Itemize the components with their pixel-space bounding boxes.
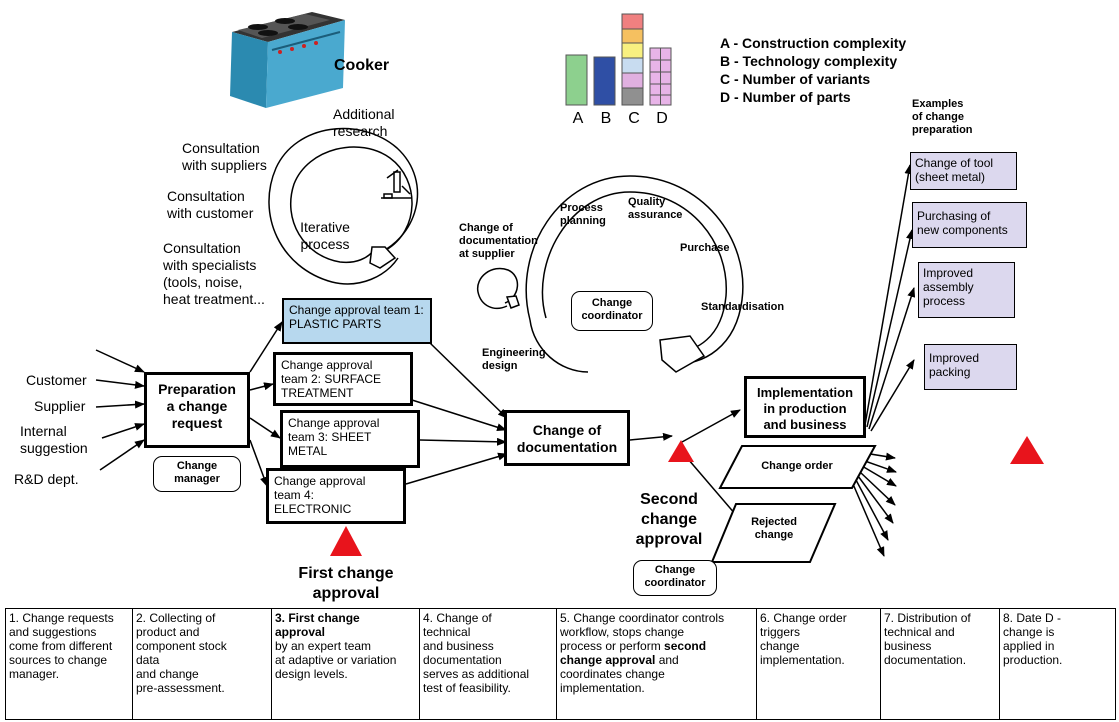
team-1-box: Change approval team 1: PLASTIC PARTS: [282, 298, 432, 344]
implementation-fanout-arrows: [864, 164, 916, 432]
example-purchasing: Purchasing of new components: [912, 202, 1027, 248]
bar-label-b: B: [600, 110, 612, 127]
step-7-cell: 7. Distribution of technical and busines…: [880, 608, 1000, 720]
bar-b: [593, 56, 616, 106]
standardisation-label: Standardisation: [701, 301, 785, 313]
implementation-box: Implementation in production and busines…: [744, 376, 866, 438]
prep-to-team-arrows: [249, 321, 283, 487]
change-coordinator-badge: Change coordinator: [571, 291, 653, 331]
team-to-doc-arrows: [405, 342, 508, 485]
example-assembly: Improved assembly process: [918, 262, 1015, 318]
example-packing: Improved packing: [924, 344, 1017, 390]
iterative-process-spiral: [268, 127, 419, 285]
step-descriptions-table: 1. Change requests and suggestions come …: [5, 608, 1116, 720]
process-planning-label: Process planning: [560, 202, 606, 227]
second-approval-label: Second change approval: [635, 491, 703, 548]
quality-assurance-label: Quality assurance: [628, 196, 683, 221]
source-customer: Customer: [26, 372, 87, 388]
microscope-icon: [381, 169, 412, 199]
doc-to-approval-arrows: [629, 409, 743, 523]
step-5-cell: 5. Change coordinator controls workflow,…: [556, 608, 757, 720]
first-approval-label: First change approval: [298, 565, 394, 602]
step-2-cell: 2. Collecting of product and component s…: [132, 608, 272, 720]
complexity-bar-chart: [565, 13, 672, 106]
source-rnd: R&D dept.: [14, 471, 79, 487]
second-coordinator-badge: Change coordinator: [633, 560, 717, 596]
change-manager-badge: Change manager: [153, 456, 241, 492]
source-internal: Internal suggestion: [20, 423, 88, 456]
change-documentation-box: Change of documentation: [504, 410, 630, 466]
rejected-change-shape: [710, 503, 837, 563]
step-8-cell: 8. Date D - change is applied in product…: [999, 608, 1116, 720]
step-4-cell: 4. Change of technical and business docu…: [419, 608, 557, 720]
source-supplier: Supplier: [34, 398, 86, 414]
consult-customer-label: Consultation with customer: [167, 188, 254, 221]
step-6-cell: 6. Change order triggers change implemen…: [756, 608, 881, 720]
bar-a: [565, 54, 588, 106]
legend-item-b: B - Technology complexity: [720, 53, 898, 69]
change-order-label: Change order: [761, 460, 833, 472]
preparation-box: Preparation a change request: [144, 372, 250, 448]
change-order-fanout-arrows: [852, 451, 897, 557]
additional-research-label: Additional research: [333, 106, 395, 139]
bar-c: [621, 13, 644, 106]
bar-d: [649, 47, 672, 106]
first-approval-triangle: [330, 526, 362, 556]
bar-label-a: A: [572, 110, 584, 127]
example-tool-change: Change of tool (sheet metal): [910, 152, 1017, 190]
rejected-change-label: Rejected change: [751, 516, 797, 541]
engineering-design-label: Engineering design: [482, 347, 546, 372]
standalone-triangle: [1010, 436, 1044, 464]
second-approval-triangle: [668, 440, 694, 462]
source-arrows: [95, 349, 145, 471]
supplier-spiral: [477, 267, 520, 310]
table-row: 1. Change requests and suggestions come …: [5, 608, 1116, 720]
change-doc-supplier-label: Change of documentation at supplier: [459, 222, 538, 260]
team-3-box: Change approval team 3: SHEET METAL: [280, 410, 420, 468]
product-title: Cooker: [334, 57, 390, 74]
legend-item-d: D - Number of parts: [720, 89, 851, 105]
bar-label-c: C: [628, 110, 640, 127]
consult-suppliers-label: Consultation with suppliers: [182, 140, 267, 173]
bar-label-d: D: [656, 110, 668, 127]
legend-item-a: A - Construction complexity: [720, 35, 907, 51]
team-4-box: Change approval team 4: ELECTRONIC: [266, 468, 406, 524]
step-1-cell: 1. Change requests and suggestions come …: [5, 608, 133, 720]
cooker-illustration: [230, 12, 345, 108]
purchase-label: Purchase: [680, 242, 730, 254]
consult-specialists-label: Consultation with specialists (tools, no…: [163, 240, 265, 307]
legend-item-c: C - Number of variants: [720, 71, 871, 87]
iterative-process-label: Iterative process: [300, 219, 350, 252]
change-order-shape: [718, 445, 877, 489]
coordinator-spiral: [525, 175, 744, 373]
examples-title: Examples of change preparation: [912, 98, 973, 136]
team-2-box: Change approval team 2: SURFACE TREATMEN…: [273, 352, 413, 406]
